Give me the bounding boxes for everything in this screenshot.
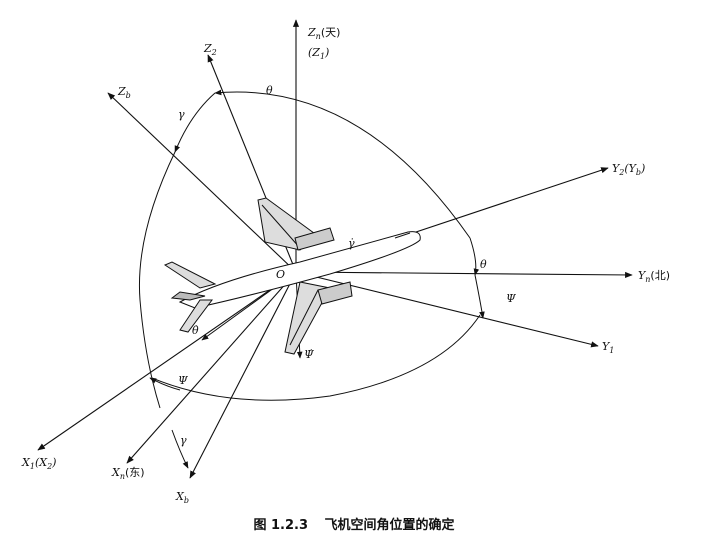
label-x1: X1(X2)	[21, 456, 56, 471]
label-xn: Xn(东)	[111, 466, 145, 481]
angle-gamma-bottom: γ	[180, 434, 187, 447]
fuselage	[178, 231, 421, 309]
gamma-top-arc	[174, 92, 216, 153]
angle-theta-top: θ	[266, 84, 273, 97]
label-z1: (Z1)	[308, 46, 329, 61]
figure-caption: 图 1.2.3 飞机空间角位置的确定	[0, 514, 708, 533]
origin-label: O	[276, 268, 285, 281]
label-zn: Zn(天)	[307, 26, 340, 41]
tail-lower	[179, 299, 213, 333]
outer-bottom-arc	[151, 314, 481, 401]
figure-number: 图 1.2.3	[253, 518, 308, 533]
tail-fin	[170, 291, 206, 301]
figure-title: 飞机空间角位置的确定	[324, 518, 455, 533]
lower-engine	[317, 281, 353, 305]
angle-theta-right: θ	[480, 258, 487, 271]
aircraft-drawing	[163, 197, 421, 355]
theta-right-arc	[469, 237, 480, 276]
label-xb: Xb	[175, 490, 189, 505]
axis-y1	[295, 271, 599, 348]
angle-psi-left: Ψ	[178, 374, 188, 387]
axis-xn	[126, 271, 297, 464]
theta-top-arc	[214, 89, 471, 239]
label-z2: Z2	[203, 42, 217, 57]
angle-psi-dot: Ψ̇	[304, 348, 314, 361]
axis-yn	[295, 271, 633, 279]
angle-gamma-dot: γ̇	[348, 237, 355, 250]
angle-psi-right: Ψ	[506, 292, 516, 305]
psi-left-arc	[149, 377, 181, 391]
angle-theta-dot: θ̇	[192, 324, 199, 337]
axis-x1	[37, 271, 297, 451]
angle-gamma-top: γ	[178, 108, 185, 121]
axis-zb	[107, 92, 297, 273]
outer-left-arc	[138, 151, 176, 409]
gamma-bottom-arc	[171, 429, 189, 469]
lower-wing	[284, 281, 331, 355]
label-yn: Yn(北)	[638, 269, 670, 284]
axis-xb	[189, 271, 297, 479]
label-zb: Zb	[117, 85, 131, 100]
upper-engine	[294, 227, 335, 251]
psi-right-arc	[474, 274, 485, 319]
label-y2: Y2(Yb)	[612, 162, 645, 177]
label-y1: Y1	[602, 340, 614, 355]
tail-upper	[163, 261, 217, 289]
